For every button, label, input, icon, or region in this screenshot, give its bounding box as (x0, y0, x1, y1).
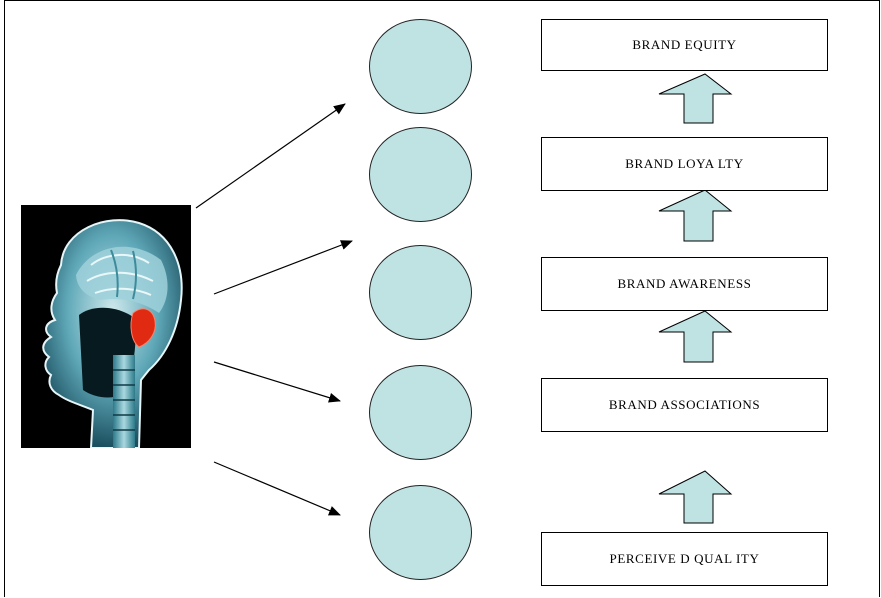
brain-scan-mri-image (21, 205, 191, 449)
up-arrow-2 (658, 189, 733, 242)
up-arrow-4 (658, 470, 733, 524)
perceived-quality-box: PERCEIVE D QUAL ITY (541, 532, 828, 586)
arrow-to-circle-1 (195, 103, 346, 209)
brand-equity-box: BRAND EQUITY (541, 19, 828, 71)
brain-scan-mri-icon (42, 219, 183, 449)
circle-1 (369, 19, 472, 114)
brand-awareness-box: BRAND AWARENESS (541, 257, 828, 311)
circle-2 (369, 127, 472, 222)
arrow-to-circle-5 (213, 461, 341, 516)
up-arrow-1 (658, 73, 733, 124)
arrow-to-circle-3 (213, 240, 353, 295)
brand-associations-box: BRAND ASSOCIATIONS (541, 378, 828, 432)
circle-5 (369, 485, 472, 580)
up-arrow-3 (658, 310, 733, 363)
brand-loyalty-box: BRAND LOYA LTY (541, 137, 828, 191)
circle-4 (369, 365, 472, 460)
arrow-to-circle-4 (213, 361, 341, 403)
circle-3 (369, 245, 472, 340)
